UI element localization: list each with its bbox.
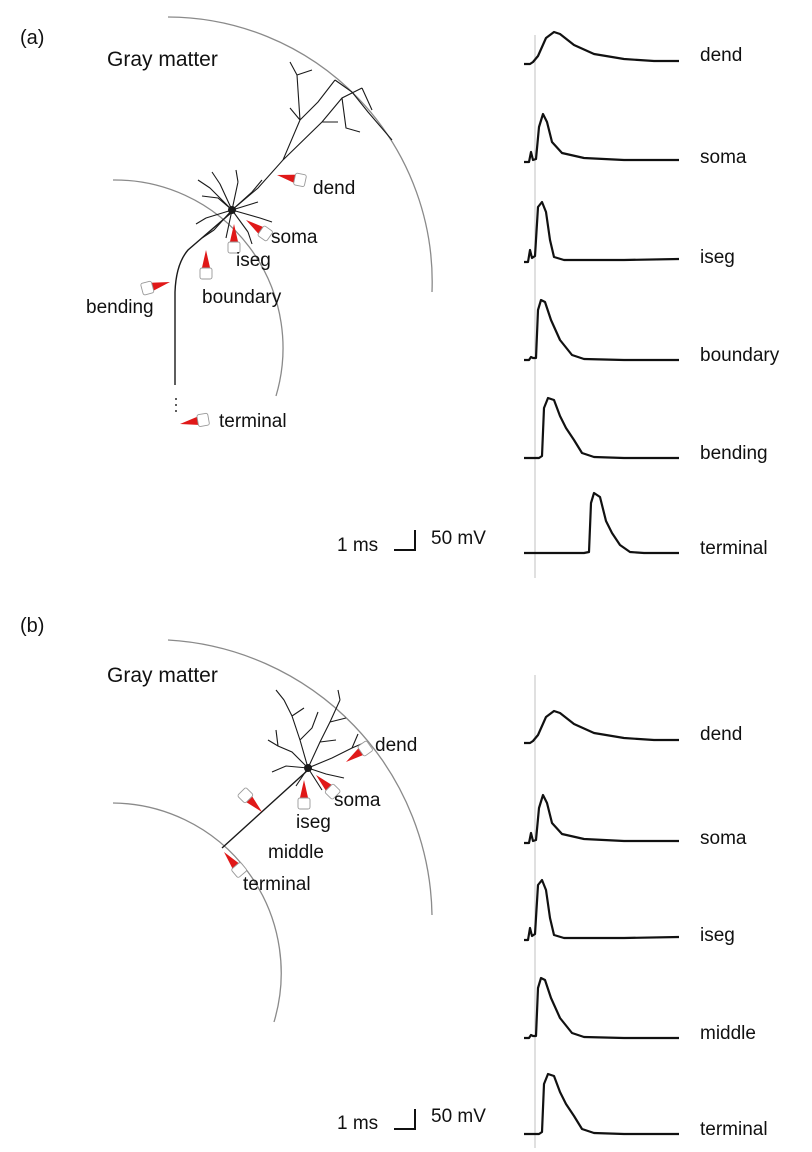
panel-a: (a) Gray matter dend soma [20, 16, 780, 578]
trace-boundary [524, 298, 679, 362]
scale-bar-a: 1 ms 50 mV [337, 528, 486, 556]
electrode-label-middle: middle [268, 842, 324, 863]
trace-label-iseg: iseg [700, 925, 735, 946]
soma-body [228, 206, 236, 214]
electrode-bending [140, 280, 170, 296]
axon [221, 769, 309, 849]
trace-soma [524, 793, 679, 845]
electrode-label-soma: soma [334, 790, 381, 811]
trace-label-dend: dend [700, 45, 742, 66]
electrode-label-soma: soma [271, 227, 318, 248]
electrode-iseg [297, 780, 311, 810]
electrode-terminal [224, 852, 247, 878]
trace-bending [524, 396, 679, 460]
apical-dendrite [231, 61, 393, 211]
dendritic-arbor [267, 689, 367, 791]
scale-bar-b: 1 ms 50 mV [337, 1106, 486, 1134]
panel-a-label: (a) [20, 27, 44, 49]
electrode-label-terminal: terminal [219, 411, 287, 432]
electrode-label-terminal: terminal [243, 874, 311, 895]
panel-b-title: Gray matter [107, 664, 218, 687]
basal-dendrites [195, 169, 273, 245]
electrode-label-iseg: iseg [296, 812, 331, 833]
trace-label-soma: soma [700, 147, 747, 168]
electrode-soma [246, 220, 273, 242]
scale-bar [394, 1109, 416, 1130]
trace-label-terminal: terminal [700, 538, 768, 559]
trace-label-soma: soma [700, 828, 747, 849]
electrode-label-bending: bending [86, 297, 154, 318]
electrodes-a: dend soma iseg boundary bending [86, 172, 355, 432]
electrode-terminal [180, 412, 210, 427]
electrode-label-boundary: boundary [202, 287, 282, 308]
traces-b: dend soma iseg middle terminal [524, 709, 768, 1140]
trace-terminal [524, 1072, 679, 1136]
electrode-middle [237, 787, 262, 812]
trace-terminal [524, 491, 679, 555]
electrode-label-iseg: iseg [236, 250, 271, 271]
electrode-label-dend: dend [375, 735, 417, 756]
traces-a: dend soma iseg boundary bending terminal [524, 30, 780, 559]
panel-a-title: Gray matter [107, 48, 218, 71]
trace-label-terminal: terminal [700, 1119, 768, 1140]
trace-middle [524, 976, 679, 1040]
trace-label-middle: middle [700, 1023, 756, 1044]
scale-time-label: 1 ms [337, 1113, 378, 1134]
trace-label-iseg: iseg [700, 247, 735, 268]
electrode-soma [316, 775, 341, 800]
scale-voltage-label: 50 mV [431, 528, 486, 549]
electrode-dend [277, 172, 307, 187]
electrode-dend [346, 740, 373, 762]
trace-label-bending: bending [700, 443, 768, 464]
scale-voltage-label: 50 mV [431, 1106, 486, 1127]
trace-label-boundary: boundary [700, 345, 780, 366]
white-matter-boundary-arc [112, 179, 284, 397]
pial-surface-arc [167, 639, 433, 916]
scale-bar [394, 530, 416, 551]
scale-time-label: 1 ms [337, 535, 378, 556]
panel-b-label: (b) [20, 615, 44, 637]
trace-label-dend: dend [700, 724, 742, 745]
trace-dend [524, 709, 679, 745]
trace-dend [524, 30, 679, 66]
axon [174, 211, 233, 385]
electrodes-b: dend soma iseg middle terminal [224, 735, 417, 895]
trace-soma [524, 112, 679, 164]
neuron-a [174, 61, 393, 412]
pial-surface-arc [167, 16, 433, 293]
electrode-label-dend: dend [313, 178, 355, 199]
soma-body [304, 764, 312, 772]
panel-b: (b) Gray matter dend soma iseg [20, 615, 768, 1148]
trace-iseg [524, 878, 680, 942]
neuron-b [221, 689, 367, 849]
electrode-iseg [227, 224, 241, 254]
trace-iseg [524, 200, 680, 264]
white-matter-boundary-arc [112, 802, 282, 1023]
electrode-boundary [199, 250, 213, 280]
